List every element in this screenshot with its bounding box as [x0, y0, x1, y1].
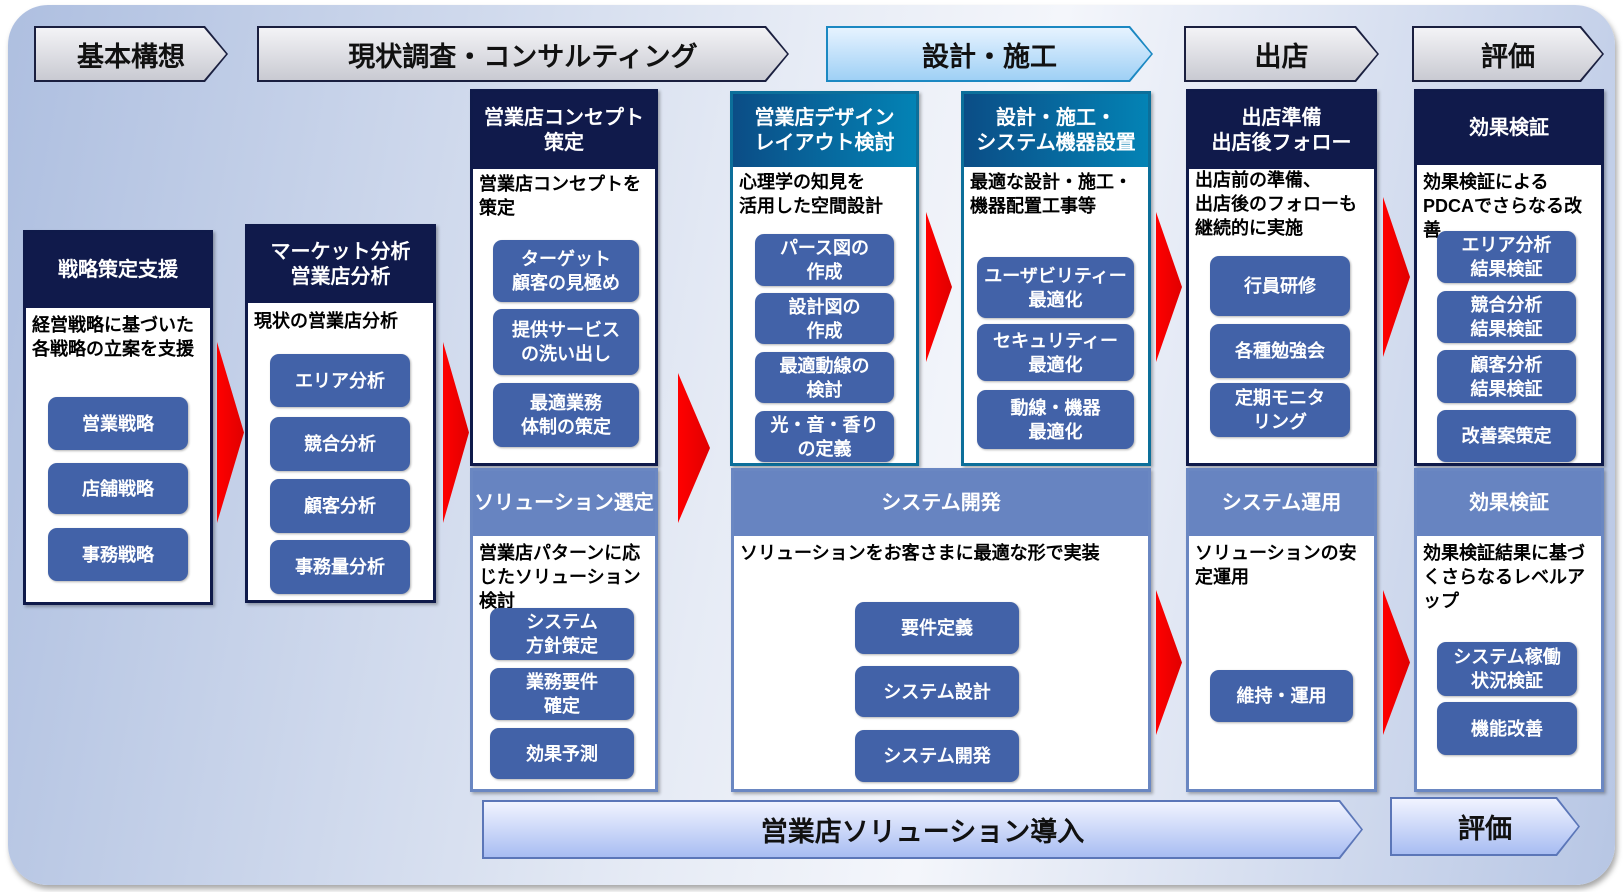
task-pill[interactable]: パース図の 作成 — [755, 234, 894, 286]
task-pill[interactable]: エリア分析 結果検証 — [1437, 231, 1576, 283]
column-description: 心理学の知見を 活用した空間設計 — [739, 172, 883, 216]
column-description: 営業店コンセプトを策定 — [479, 174, 641, 218]
phase-arrow-outline: 設計・施工 — [826, 26, 1153, 82]
task-pill[interactable]: 行員研修 — [1210, 256, 1350, 316]
column-header: ソリューション選定 — [473, 471, 655, 536]
phase-arrow-outline: 評価 — [1412, 26, 1604, 82]
phase-arrow-outline: 基本構想 — [34, 26, 228, 82]
column-header: 出店準備 出店後フォロー — [1189, 92, 1374, 169]
column-description: 経営戦略に基づいた各戦略の立案を支援 — [32, 315, 194, 359]
task-pill[interactable]: 最適業務 体制の策定 — [493, 383, 639, 447]
task-pill[interactable]: 各種勉強会 — [1210, 324, 1350, 378]
bottom-phase-arrow-1: 評価 — [1392, 799, 1578, 854]
task-pill[interactable]: 顧客分析 結果検証 — [1437, 350, 1576, 403]
task-pill[interactable]: システム 方針策定 — [490, 608, 634, 660]
column-header: 効果検証 — [1417, 92, 1601, 165]
phase-arrow-outline: 現状調査・コンサルティング — [257, 26, 789, 82]
bottom-phase-arrow-0: 営業店ソリューション導入 — [484, 802, 1361, 857]
task-pill[interactable]: システム開発 — [855, 730, 1019, 782]
phase-arrow-0: 基本構想 — [36, 28, 226, 80]
column-header: 営業店コンセプト 策定 — [473, 92, 655, 169]
task-pill[interactable]: 設計図の 作成 — [755, 293, 894, 344]
task-pill[interactable]: 事務戦略 — [48, 528, 188, 581]
column-header: 設計・施工・ システム機器設置 — [964, 94, 1148, 167]
task-pill[interactable]: 定期モニタ リング — [1210, 383, 1350, 437]
task-pill[interactable]: ターゲット 顧客の見極め — [493, 240, 639, 302]
task-pill[interactable]: 業務要件 確定 — [490, 668, 634, 720]
column-header: システム開発 — [734, 471, 1148, 536]
task-pill[interactable]: 要件定義 — [855, 602, 1019, 654]
column-description: 出店前の準備、 出店後のフォローも 継続的に実施 — [1195, 170, 1357, 238]
column-header: マーケット分析 営業店分析 — [248, 227, 433, 303]
task-pill[interactable]: ユーザビリティー 最適化 — [977, 257, 1134, 318]
phase-arrow-2: 設計・施工 — [828, 28, 1151, 80]
task-pill[interactable]: 提供サービス の洗い出し — [493, 309, 639, 375]
columns-column-1: マーケット分析 営業店分析現状の営業店分析 — [245, 224, 436, 603]
phase-arrow-3: 出店 — [1186, 28, 1377, 80]
bottom-phase-outline: 評価 — [1390, 797, 1580, 856]
task-pill[interactable]: 店舗戦略 — [48, 463, 188, 514]
task-pill[interactable]: 顧客分析 — [270, 479, 410, 533]
bottom-phase-outline: 営業店ソリューション導入 — [482, 800, 1363, 859]
task-pill[interactable]: 効果予測 — [490, 728, 634, 779]
task-pill[interactable]: セキュリティー 最適化 — [977, 324, 1134, 381]
task-pill[interactable]: 競合分析 結果検証 — [1437, 291, 1576, 343]
column-header: 営業店デザイン レイアウト検討 — [733, 94, 916, 167]
task-pill[interactable]: 動線・機器 最適化 — [977, 390, 1134, 449]
column-description: 効果検証結果に基づくさらなるレベルアップ — [1423, 543, 1585, 611]
column-description: 効果検証による PDCAでさらなる改善 — [1423, 172, 1583, 240]
task-pill[interactable]: 機能改善 — [1437, 702, 1577, 755]
column-description: ソリューションをお客さまに最適な形で実装 — [740, 543, 1100, 563]
phase-arrow-1: 現状調査・コンサルティング — [259, 28, 787, 80]
column-description: 現状の営業店分析 — [254, 311, 398, 331]
task-pill[interactable]: 光・音・香り の定義 — [755, 411, 894, 462]
column-header: 戦略策定支援 — [26, 233, 210, 308]
column-description: 営業店パターンに応じたソリューション検討 — [479, 543, 641, 611]
column-header: 効果検証 — [1417, 471, 1601, 536]
column-description: 最適な設計・施工・ 機器配置工事等 — [970, 172, 1132, 216]
phase-arrow-outline: 出店 — [1184, 26, 1379, 82]
task-pill[interactable]: エリア分析 — [270, 354, 410, 407]
phase-arrow-4: 評価 — [1414, 28, 1602, 80]
task-pill[interactable]: システム稼働 状況検証 — [1437, 642, 1577, 696]
task-pill[interactable]: システム設計 — [855, 666, 1019, 717]
lower_sections-column-2: システム運用ソリューションの安定運用 — [1186, 468, 1377, 792]
task-pill[interactable]: 事務量分析 — [270, 540, 410, 594]
task-pill[interactable]: 改善案策定 — [1437, 410, 1576, 462]
task-pill[interactable]: 競合分析 — [270, 417, 410, 471]
task-pill[interactable]: 営業戦略 — [48, 397, 188, 450]
task-pill[interactable]: 維持・運用 — [1210, 670, 1353, 722]
task-pill[interactable]: 最適動線の 検討 — [755, 352, 894, 403]
column-description: ソリューションの安定運用 — [1195, 543, 1357, 587]
column-header: システム運用 — [1189, 471, 1374, 536]
